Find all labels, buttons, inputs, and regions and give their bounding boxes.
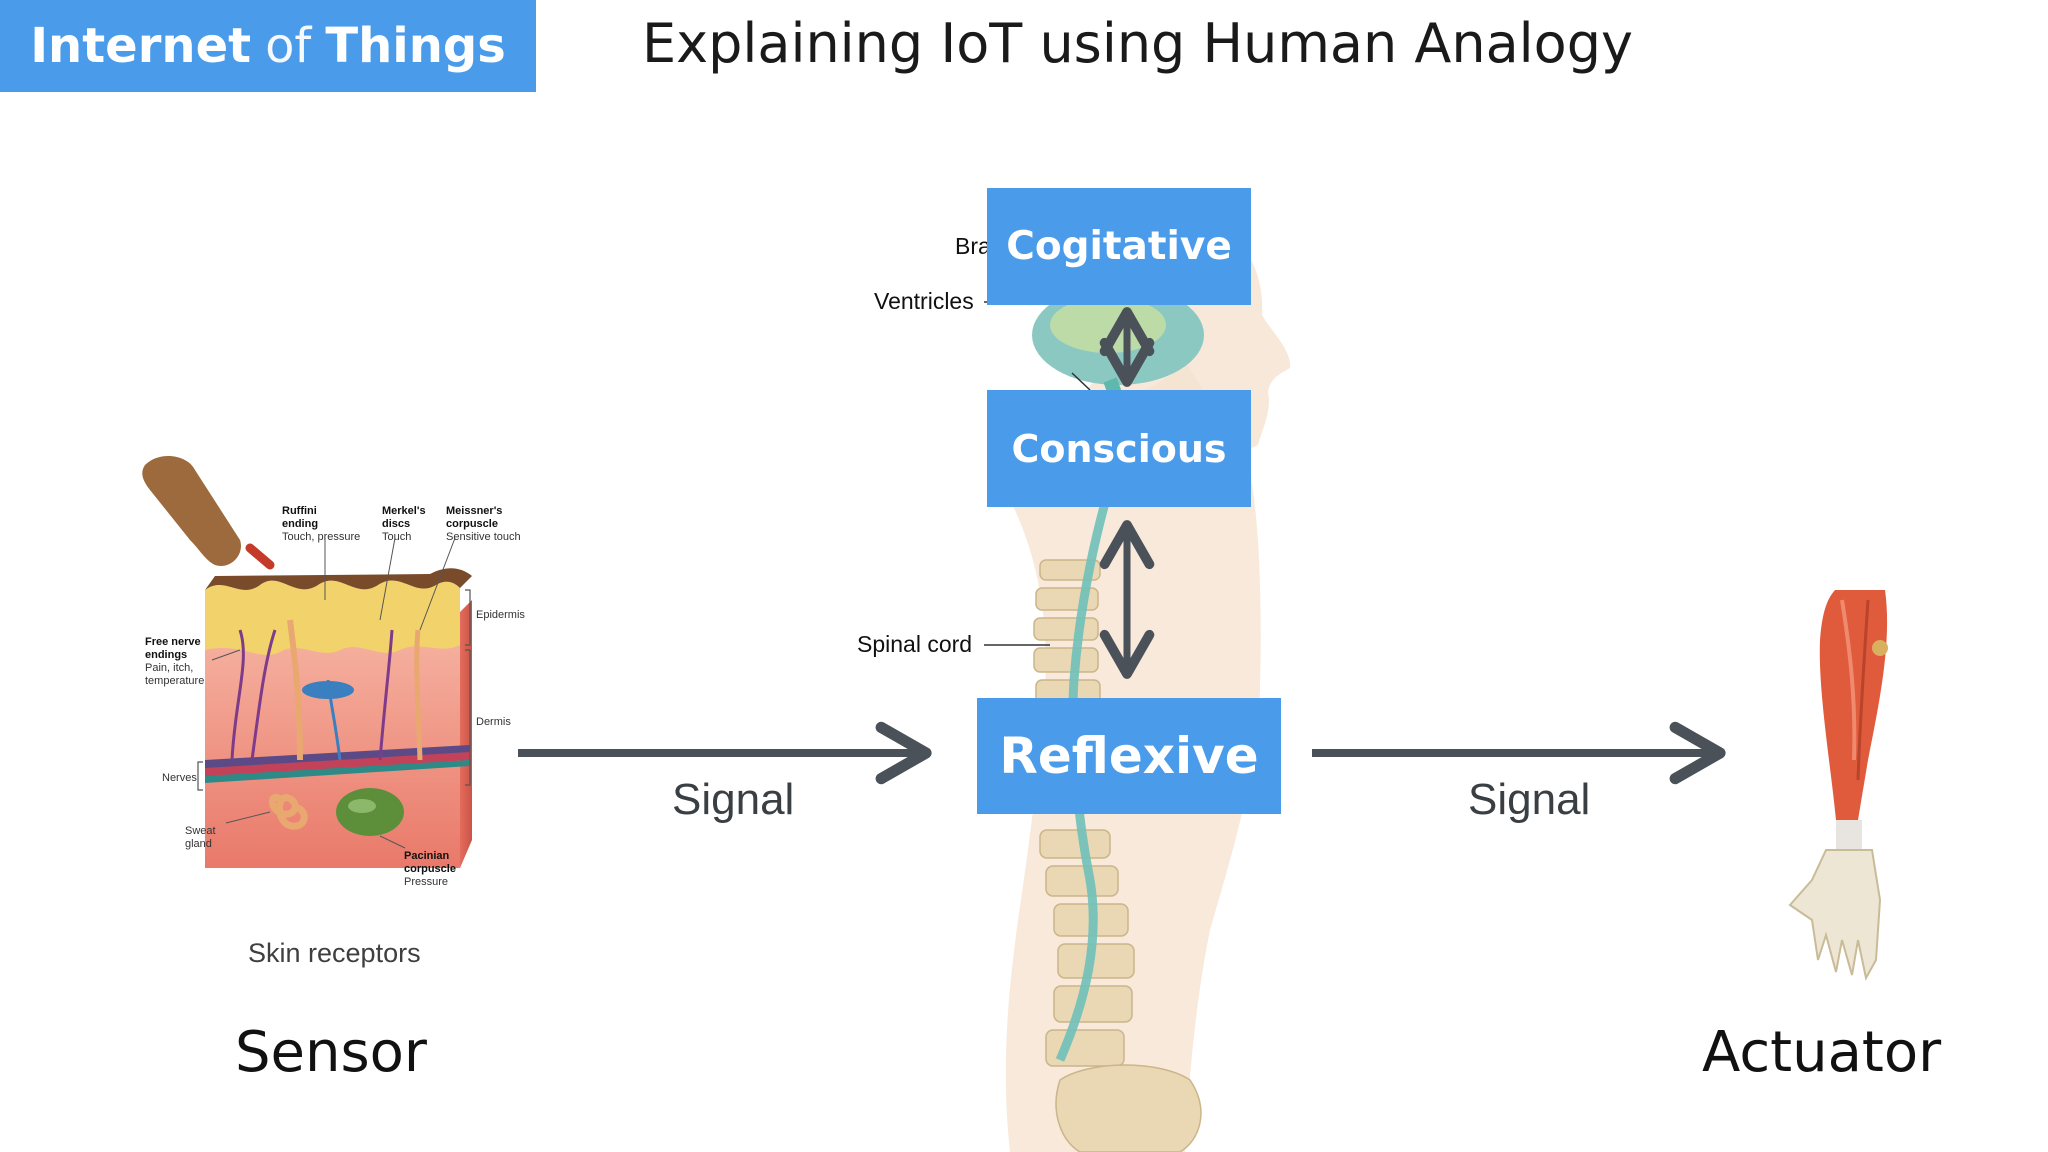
page-title: Explaining IoT using Human Analogy xyxy=(642,12,1633,75)
conscious-level-box: Conscious xyxy=(987,390,1251,507)
ventricles-label: Ventricles xyxy=(874,288,974,314)
skin-receptors-illustration xyxy=(142,455,472,868)
pelvis xyxy=(1055,1064,1202,1152)
dermis-label: Dermis xyxy=(476,716,511,728)
pacinian-corpuscle xyxy=(336,788,404,836)
signal-label-right: Signal xyxy=(1468,775,1591,824)
badge-things: Things xyxy=(325,18,506,74)
header-badge: Internet of Things xyxy=(0,0,536,92)
skin-receptors-caption: Skin receptors xyxy=(248,938,421,968)
badge-internet: Internet xyxy=(30,18,252,74)
signal-label-left: Signal xyxy=(672,775,795,824)
brain-label: Bra xyxy=(955,233,991,259)
actuator-label: Actuator xyxy=(1702,1020,1942,1085)
human-body-illustration xyxy=(984,220,1291,1152)
nerves-label: Nerves xyxy=(162,772,197,784)
reflexive-level-box: Reflexive xyxy=(977,698,1281,814)
sensor-label: Sensor xyxy=(235,1020,427,1085)
arm-illustration xyxy=(1788,590,1888,981)
epidermis-layer xyxy=(205,580,460,655)
finger xyxy=(142,455,241,566)
cognitive-level-box: Cogitative xyxy=(987,188,1251,305)
spinal-cord-label: Spinal cord xyxy=(857,631,973,657)
hand-bones xyxy=(1788,849,1882,981)
epidermis-label: Epidermis xyxy=(476,609,525,621)
spine-column xyxy=(1033,559,1135,1067)
badge-of: of xyxy=(265,18,312,74)
